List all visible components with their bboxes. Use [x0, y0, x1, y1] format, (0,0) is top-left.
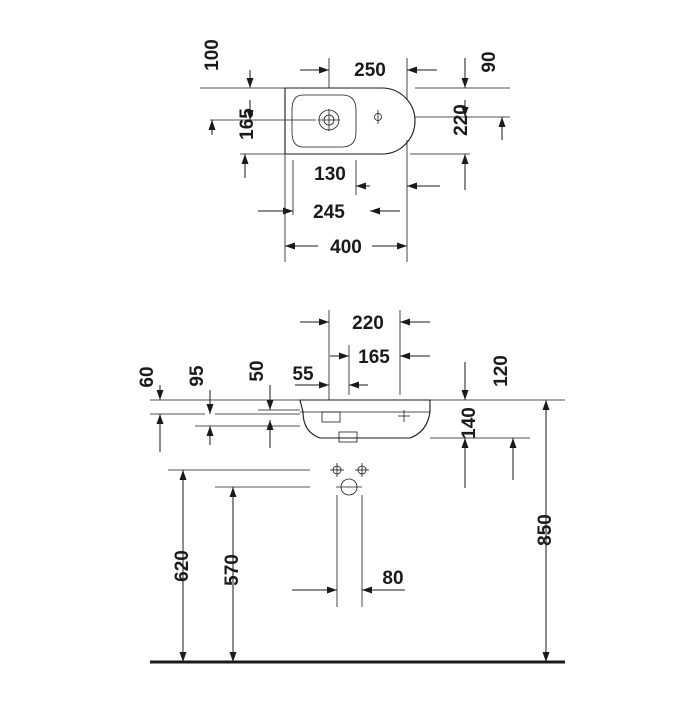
dim-100: 100 — [202, 39, 223, 71]
dim-850: 850 — [535, 514, 556, 546]
basin-top-outline — [284, 87, 416, 155]
dim-250: 250 — [354, 60, 386, 81]
dim-130: 130 — [314, 164, 346, 185]
dim-90: 90 — [479, 51, 500, 72]
dim-80: 80 — [382, 568, 403, 589]
top-view: 100 250 90 165 220 130 — [200, 39, 510, 262]
basin-top-bowl — [291, 94, 357, 148]
dim-400: 400 — [330, 237, 362, 258]
dim-120: 120 — [491, 355, 512, 387]
overflow-slot — [321, 411, 341, 423]
dim-220-side: 220 — [352, 313, 384, 334]
waste-outlet — [338, 431, 358, 443]
dim-165: 165 — [237, 108, 258, 140]
dim-50: 50 — [247, 360, 268, 381]
dim-570: 570 — [222, 554, 243, 586]
side-view: 220 165 55 60 95 50 — [137, 310, 565, 664]
dim-95: 95 — [187, 365, 208, 387]
dim-60: 60 — [137, 366, 158, 387]
dim-620: 620 — [172, 550, 193, 582]
dim-55: 55 — [292, 364, 314, 385]
basin-front-outline — [299, 399, 431, 439]
dim-220: 220 — [451, 104, 472, 136]
dim-245: 245 — [313, 202, 345, 223]
dim-140: 140 — [459, 407, 480, 439]
dim-165-side: 165 — [358, 347, 390, 368]
